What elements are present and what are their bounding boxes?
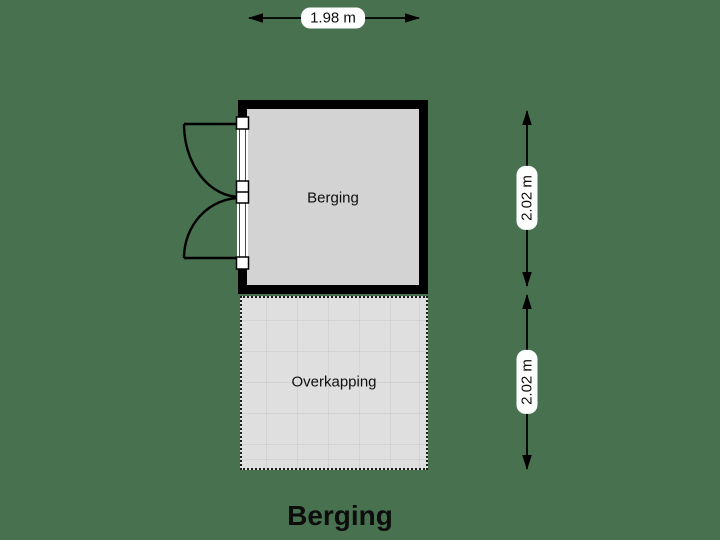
berging-room — [238, 100, 428, 294]
room-label-overkapping: Overkapping — [291, 373, 377, 391]
door-swing-arc-bottom — [182, 196, 241, 260]
plan-title: Berging — [287, 500, 393, 531]
door-swing-arc-top — [182, 122, 241, 199]
room-label-berging: Berging — [307, 189, 359, 207]
double-door — [182, 116, 250, 270]
berging-floor — [247, 109, 419, 285]
dimension-label-height-upper: 2.02 m — [516, 166, 538, 230]
dimension-label-height-lower: 2.02 m — [516, 350, 538, 414]
dimension-label-width: 1.98 m — [301, 7, 365, 29]
overkapping-area — [240, 296, 428, 470]
door-frame — [235, 116, 250, 270]
